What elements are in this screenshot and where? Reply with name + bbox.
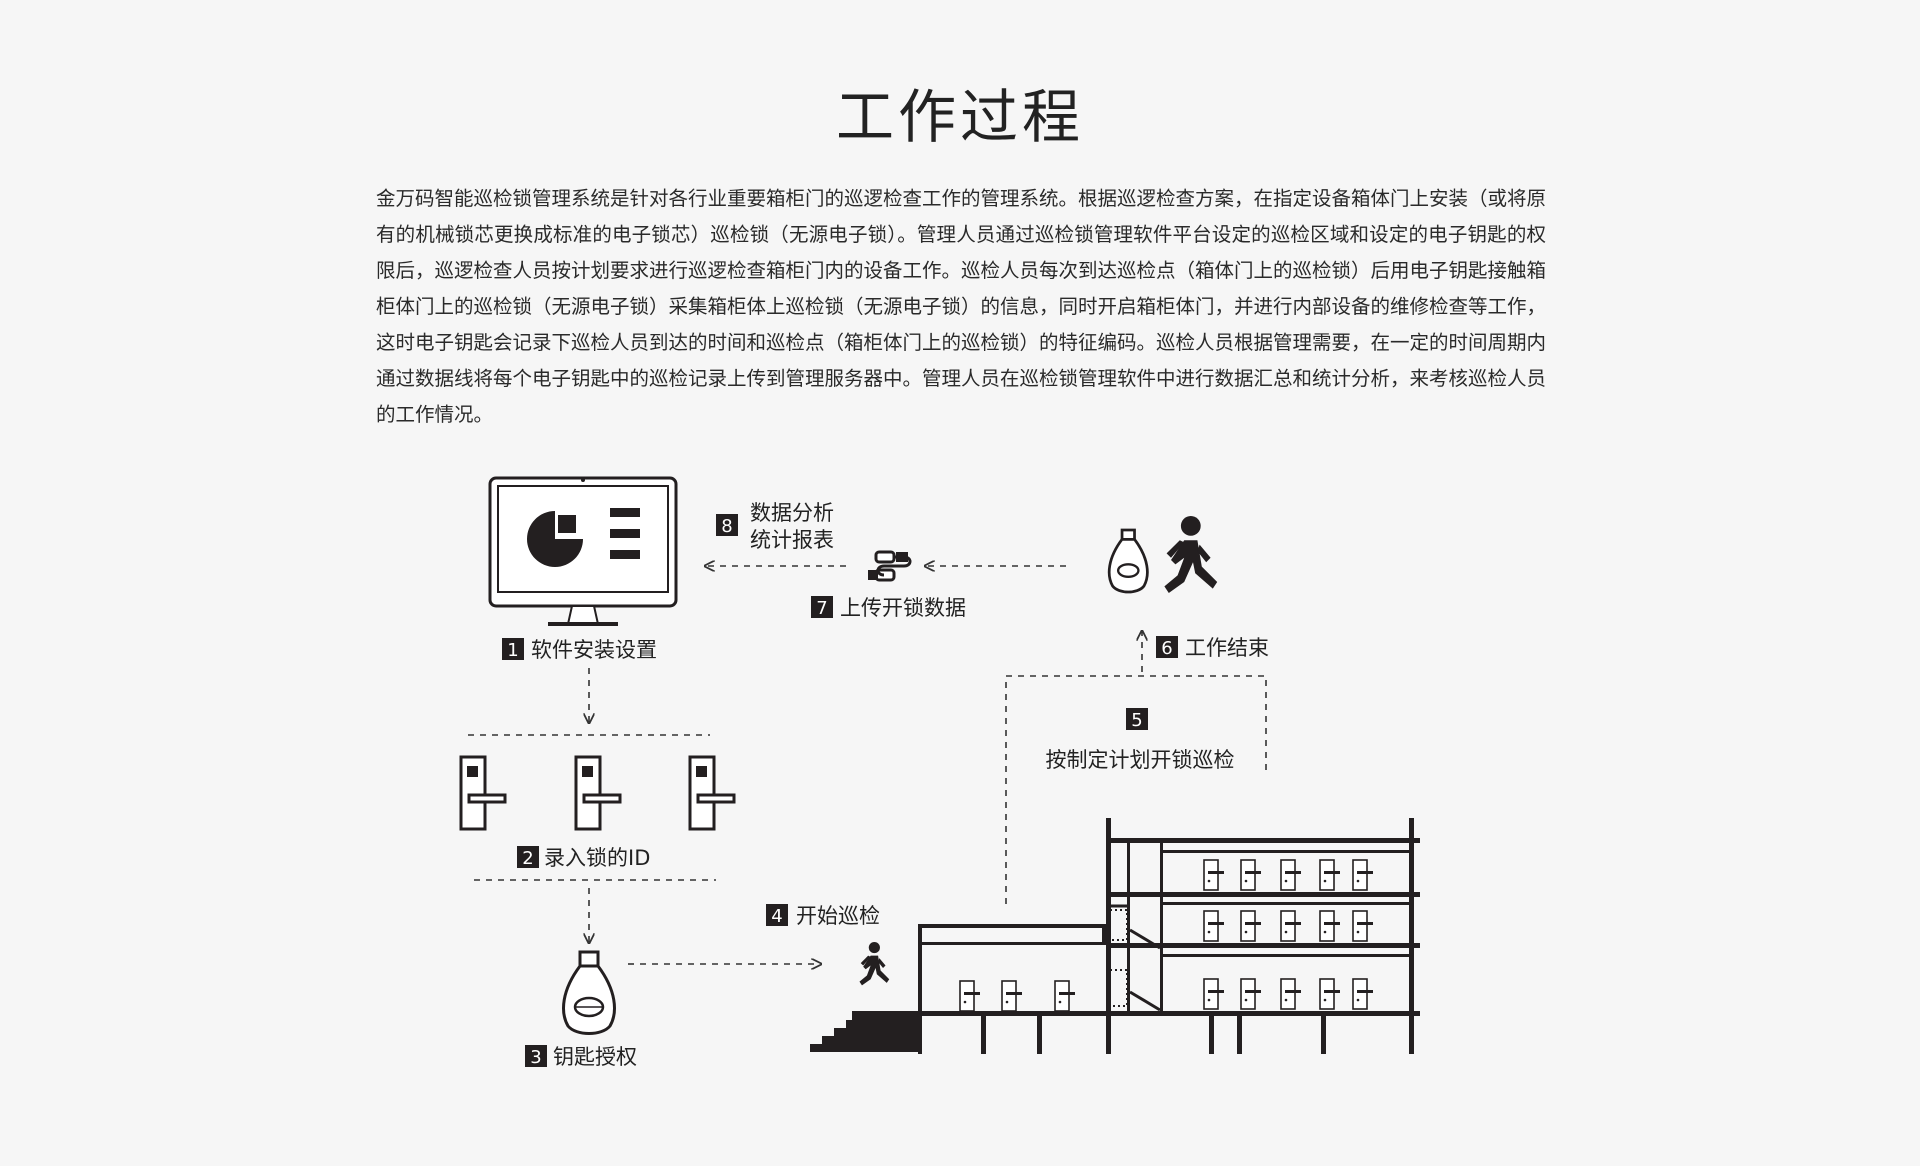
step-6-label: 6 工作结束 xyxy=(1156,636,1269,660)
patrol-route-line xyxy=(1005,675,1267,904)
step-7-number: 7 xyxy=(816,598,827,619)
walking-person-icon xyxy=(859,942,890,986)
step-1-text: 软件安装设置 xyxy=(531,638,657,662)
step-4-number: 4 xyxy=(771,906,782,927)
electronic-key-icon xyxy=(562,950,616,1035)
page-title: 工作过程 xyxy=(835,83,1084,151)
step-8-text-line1: 数据分析 xyxy=(750,501,834,525)
step-3-text: 钥匙授权 xyxy=(553,1045,637,1069)
door-lock-icon xyxy=(459,755,507,831)
step-2-label: 2 录入锁的ID xyxy=(517,846,650,870)
step-1-number: 1 xyxy=(507,640,518,661)
step-4-text: 开始巡检 xyxy=(796,904,880,928)
building-icon xyxy=(810,818,1420,1054)
step-8-number: 8 xyxy=(721,516,732,537)
step-2-number: 2 xyxy=(522,848,533,869)
electronic-key-icon xyxy=(1107,528,1149,594)
walking-person-icon xyxy=(1164,516,1218,593)
step-8-label: 8 数据分析 统计报表 xyxy=(716,501,834,552)
step-7-text: 上传开锁数据 xyxy=(840,596,966,620)
step-6-number: 6 xyxy=(1161,638,1172,659)
step-5-label: 5 按制定计划开锁巡检 xyxy=(1046,708,1235,772)
step-7-label: 7 上传开锁数据 xyxy=(811,596,966,620)
step-1-label: 1 软件安装设置 xyxy=(502,638,657,662)
door-lock-icon xyxy=(574,755,622,831)
data-cable-icon xyxy=(868,550,912,582)
intro-paragraph: 金万码智能巡检锁管理系统是针对各行业重要箱柜门的巡逻检查工作的管理系统。根据巡逻… xyxy=(376,187,1547,426)
step-4-label: 4 开始巡检 xyxy=(766,904,880,928)
step-3-number: 3 xyxy=(530,1047,541,1068)
door-lock-icon xyxy=(688,755,736,831)
step-8-text-line2: 统计报表 xyxy=(750,528,834,552)
step-2-text: 录入锁的ID xyxy=(544,846,650,870)
step-5-text: 按制定计划开锁巡检 xyxy=(1046,748,1235,772)
step-3-label: 3 钥匙授权 xyxy=(525,1045,637,1069)
step-6-text: 工作结束 xyxy=(1185,636,1269,660)
step-5-number: 5 xyxy=(1131,710,1142,731)
monitor-icon xyxy=(488,476,678,626)
